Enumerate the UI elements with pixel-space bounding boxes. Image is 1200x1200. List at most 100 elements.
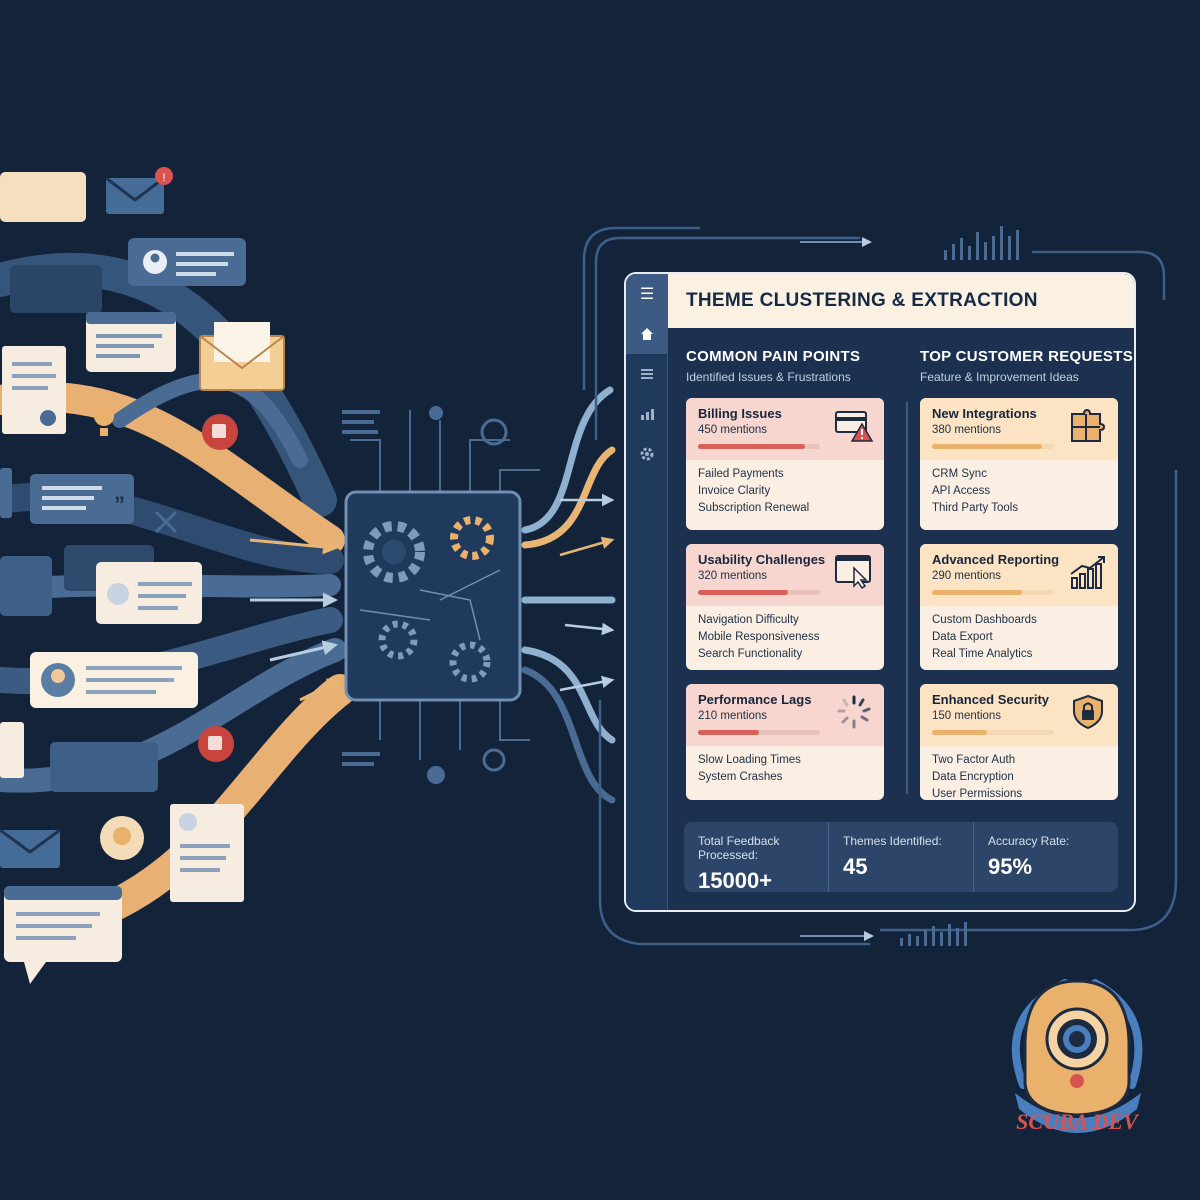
dashboard-title: THEME CLUSTERING & EXTRACTION [686,290,1038,311]
node [427,766,445,784]
gear-icon [450,516,494,560]
chat-bubble [10,265,102,313]
circuit-frame [582,226,1178,946]
profile-card [96,562,202,624]
pain-card-usability[interactable]: Usability Challenges 320 mentions Naviga… [686,544,884,670]
chat-window-card [86,312,176,372]
request-card-security[interactable]: Enhanced Security 150 mentions Two Facto… [920,684,1118,800]
growth-chart-icon [1070,556,1105,589]
issue-list: Slow Loading Times System Crashes [686,746,884,794]
blue-card [0,556,52,616]
cursor-click-window-icon [835,555,871,590]
svg-text:!: ! [162,172,165,184]
diving-helmet-logo: SCUBA DEV [1011,979,1143,1134]
list-item: Slow Loading Times [698,754,801,766]
list-item: Invoice Clarity [698,485,771,497]
card-header: New Integrations 380 mentions [920,398,1118,460]
mention-count: 210 mentions [698,710,768,722]
list-item: Navigation Difficulty [698,614,799,626]
card-title: Advanced Reporting [932,552,1060,567]
theme-dashboard-window: ☰ THEME CLUSTERING & EXTRACTION COMMON P… [624,272,1136,912]
stat-label: Total Feedback Processed: [698,834,780,862]
list-item: Third Party Tools [932,502,1019,514]
request-list: Custom Dashboards Data Export Real Time … [920,606,1118,670]
list-item: CRM Sync [932,468,987,480]
feedback-messages: ! ” [0,167,285,984]
resume-document [170,804,244,902]
card-title: Enhanced Security [932,692,1050,707]
card-title: Performance Lags [698,692,812,707]
stat-value: 45 [843,854,868,879]
quote-chat-card: ” [30,474,134,524]
card-header: Advanced Reporting 290 mentions [920,544,1118,606]
bar-chart-icon[interactable] [626,394,668,434]
notification-badge [155,167,173,185]
mention-count: 150 mentions [932,710,1002,722]
issue-list: Navigation Difficulty Mobile Responsiven… [686,606,884,670]
tools-icon [154,510,178,534]
frame-arrows [800,237,874,941]
column-divider [906,402,908,794]
stats-bar: Total Feedback Processed: 15000+ Themes … [684,822,1118,893]
mention-bar [698,590,820,595]
mention-bar [698,444,820,449]
stat-total-feedback: Total Feedback Processed: 15000+ [684,822,828,893]
svg-text:”: ” [114,492,125,517]
requests-title: TOP CUSTOMER REQUESTS [920,348,1134,365]
gear-icon[interactable] [626,434,668,474]
list-item: Data Encryption [932,771,1014,783]
mail-icon [105,176,165,214]
gear-icon [449,641,491,683]
list-item: Two Factor Auth [932,754,1016,766]
mention-bar-fill [932,444,1042,449]
audio-bars [900,226,1019,946]
mention-bar [932,444,1054,449]
mention-bar-fill [698,590,789,595]
stat-label: Themes Identified: [843,834,942,848]
list-item: Real Time Analytics [932,648,1033,660]
card-title: Billing Issues [698,406,782,421]
card-header: Billing Issues 450 mentions [686,398,884,460]
request-card-integrations[interactable]: New Integrations 380 mentions CRM Sync A… [920,398,1118,530]
stat-value: 95% [988,854,1033,879]
stream-arrows [249,538,343,702]
mention-bar-fill [932,730,987,735]
list-icon[interactable] [626,354,668,394]
document-card [2,346,66,434]
pain-card-performance[interactable]: Performance Lags 210 mentions Slow Loadi… [686,684,884,800]
issue-list: Failed Payments Invoice Clarity Subscrip… [686,460,884,525]
list-item: Mobile Responsiveness [698,631,820,643]
puzzle-icon [1071,408,1106,442]
mention-count: 290 mentions [932,570,1002,582]
home-icon[interactable] [626,314,668,354]
mention-count: 450 mentions [698,424,768,436]
user-message-card [128,238,246,286]
mention-bar [932,590,1054,595]
stat-value: 15000+ [698,868,773,893]
lightbulb-badge [100,816,144,860]
speech-card [4,886,122,984]
list-item: System Crashes [698,771,783,783]
mail-icon-2 [0,828,61,868]
message-card [50,742,158,792]
menu-icon[interactable]: ☰ [626,274,668,314]
list-item: Data Export [932,631,993,643]
card-title: Usability Challenges [698,552,826,567]
output-arrow-heads [559,493,615,692]
node [429,406,443,420]
list-item: Subscription Renewal [698,502,810,514]
credit-card-warning-icon [835,411,874,442]
processing-chip [342,406,540,784]
list-item: User Permissions [932,788,1023,800]
note-card [0,172,86,222]
chat-bubble-2 [0,468,12,518]
thumbs-down-icon [202,414,238,450]
mention-count: 380 mentions [932,424,1002,436]
mention-bar [698,730,820,735]
stat-label: Accuracy Rate: [988,834,1070,848]
list-item: Failed Payments [698,468,784,480]
requests-subtitle: Feature & Improvement Ideas [920,370,1079,384]
pain-card-billing[interactable]: Billing Issues 450 mentions Failed Payme… [686,398,884,530]
request-card-reporting[interactable]: Advanced Reporting 290 mentions Custom D… [920,544,1118,670]
